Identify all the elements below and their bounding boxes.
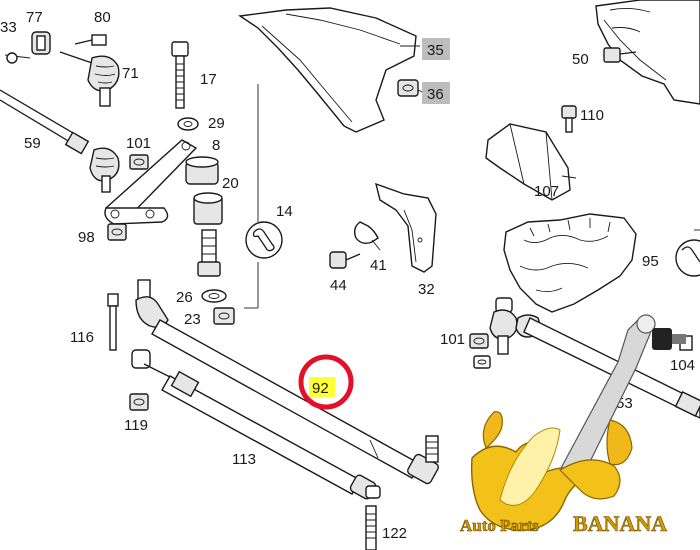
part-steering-box-upper bbox=[595, 0, 700, 105]
part-bolt-122 bbox=[365, 505, 377, 550]
label-71: 71 bbox=[122, 65, 139, 82]
label-17: 17 bbox=[200, 71, 217, 88]
part-cover-107 bbox=[485, 123, 577, 201]
label-41: 41 bbox=[370, 257, 387, 274]
part-bolt-50 bbox=[603, 47, 637, 63]
label-50: 50 bbox=[572, 51, 589, 68]
part-nut-101b bbox=[469, 333, 491, 369]
part-idler-stack bbox=[193, 192, 223, 277]
part-bracket-32 bbox=[375, 182, 437, 273]
label-44: 44 bbox=[330, 277, 347, 294]
label-95: 95 bbox=[642, 253, 659, 270]
part-clip-41 bbox=[353, 221, 381, 251]
label-14: 14 bbox=[276, 203, 293, 220]
part-skid-plate-35 bbox=[238, 7, 420, 133]
label-80: 80 bbox=[94, 9, 111, 26]
wrench-icon-95 bbox=[675, 229, 700, 277]
part-bushing-77 bbox=[4, 31, 51, 64]
label-101a: 101 bbox=[126, 135, 151, 152]
label-98: 98 bbox=[78, 229, 95, 246]
part-screw-44 bbox=[329, 251, 361, 269]
label-23: 23 bbox=[184, 311, 201, 328]
part-nut-101a bbox=[129, 154, 149, 170]
label-107: 107 bbox=[534, 183, 559, 200]
wrench-icon-14 bbox=[244, 84, 283, 309]
part-tie-rod-113 bbox=[131, 349, 381, 500]
label-36-box bbox=[422, 82, 450, 104]
part-pitman-arm-8 bbox=[104, 139, 198, 225]
label-20: 20 bbox=[222, 175, 239, 192]
label-110: 110 bbox=[580, 107, 604, 124]
label-32: 32 bbox=[418, 281, 435, 298]
highlight-ring bbox=[298, 354, 354, 410]
part-nut-98 bbox=[107, 223, 127, 241]
label-35-box bbox=[422, 38, 450, 60]
part-nut-23 bbox=[213, 307, 235, 325]
label-26: 26 bbox=[176, 289, 193, 306]
part-screw-110 bbox=[561, 105, 577, 133]
part-nut-36 bbox=[397, 79, 427, 97]
label-8: 8 bbox=[212, 137, 220, 154]
label-122: 122 bbox=[382, 525, 407, 542]
label-92-highlight bbox=[309, 377, 335, 397]
label-101b: 101 bbox=[440, 331, 465, 348]
part-bushing-20 bbox=[185, 156, 219, 185]
part-washer-29 bbox=[177, 117, 199, 131]
banana-logo bbox=[470, 314, 686, 531]
part-bolt-80 bbox=[74, 34, 107, 46]
part-bolt-116 bbox=[107, 293, 119, 351]
part-tie-rod-92 bbox=[135, 279, 439, 485]
part-steering-gear bbox=[503, 213, 637, 313]
label-116: 116 bbox=[70, 329, 94, 346]
watermark-brand: BANANA bbox=[573, 511, 667, 536]
label-35: 35 bbox=[427, 42, 444, 59]
part-bolt-17 bbox=[171, 41, 189, 109]
label-59: 59 bbox=[24, 135, 41, 152]
part-ball-joint-71 bbox=[59, 51, 120, 107]
part-washer-26 bbox=[201, 289, 227, 303]
label-119: 119 bbox=[124, 417, 148, 434]
watermark-prefix: Auto Parts bbox=[460, 516, 543, 535]
part-tie-rod-59 bbox=[0, 89, 120, 193]
label-92: 92 bbox=[312, 380, 329, 397]
label-104: 104 bbox=[670, 357, 695, 374]
part-tie-rod-53 bbox=[489, 297, 700, 419]
part-nut-119 bbox=[129, 393, 149, 411]
label-29: 29 bbox=[208, 115, 225, 132]
label-36: 36 bbox=[427, 86, 444, 103]
label-113: 113 bbox=[232, 451, 256, 468]
label-77: 77 bbox=[26, 9, 43, 26]
label-33: 33 bbox=[0, 19, 17, 36]
